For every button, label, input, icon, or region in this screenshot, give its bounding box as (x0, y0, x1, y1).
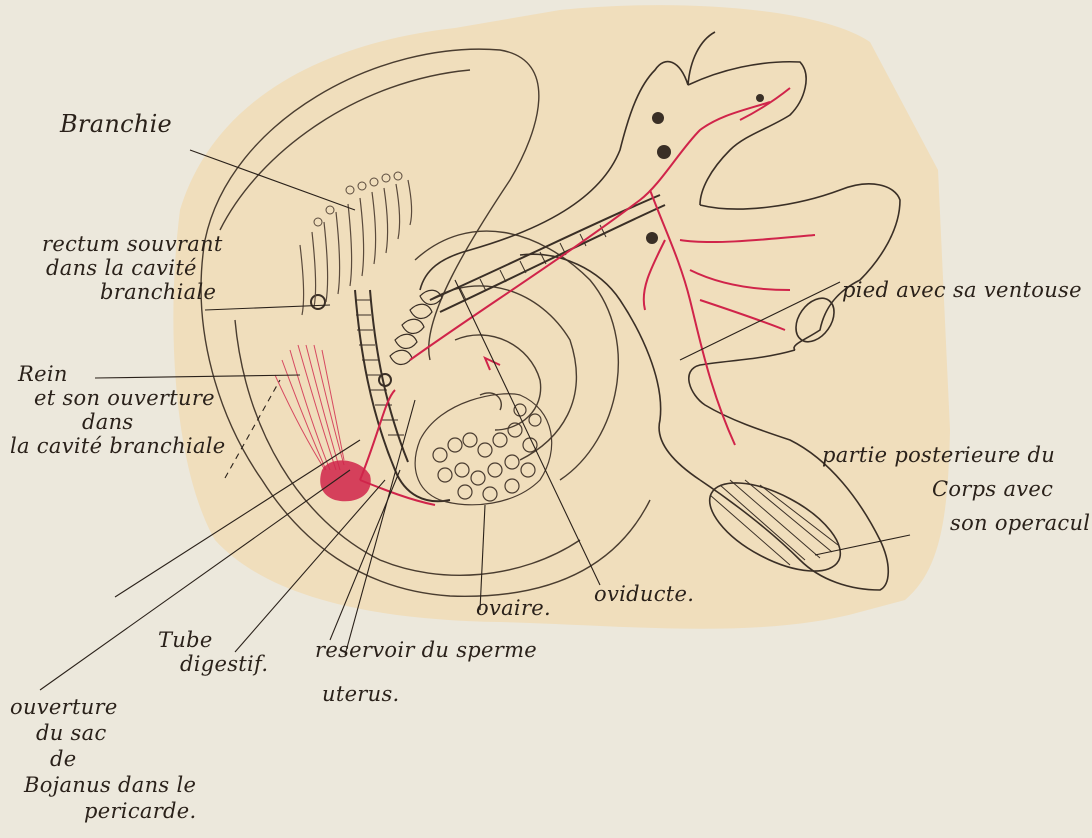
label-rein-line-3: dans (82, 410, 226, 434)
label-ouverture-line-1: ouverture (10, 694, 197, 720)
label-tube-line-2: digestif. (180, 652, 268, 676)
label-pied: pied avec sa ventouse (842, 278, 1082, 302)
label-rectum: rectum souvrant dans la cavité branchial… (42, 232, 223, 304)
label-rectum-line-3: branchiale (100, 280, 223, 304)
label-branchie: Branchie (60, 112, 172, 136)
label-uterus: uterus. (322, 682, 400, 706)
label-ouverture-line-3: de (50, 746, 197, 772)
label-ouverture: ouverture du sac de Bojanus dans le peri… (10, 694, 197, 824)
label-ouverture-line-2: du sac (36, 720, 197, 746)
label-ouverture-line-5: pericarde. (84, 798, 197, 824)
label-partie-line-3: son operacul (950, 506, 1090, 540)
label-rein-line-4: la cavité branchiale (10, 434, 226, 458)
label-rein-line-1: Rein (18, 362, 226, 386)
label-rectum-line-1: rectum souvrant (42, 232, 223, 256)
label-tube-line-1: Tube (158, 628, 268, 652)
label-partie-line-2: Corps avec (932, 472, 1090, 506)
label-rein: Rein et son ouverture dans la cavité bra… (18, 362, 226, 458)
label-ovaire: ovaire. (476, 596, 551, 620)
label-partie-line-1: partie posterieure du (822, 438, 1090, 472)
label-reservoir: reservoir du sperme (315, 638, 537, 662)
label-ouverture-line-4: Bojanus dans le (24, 772, 197, 798)
label-oviducte: oviducte. (594, 582, 694, 606)
label-tube: Tube digestif. (158, 628, 268, 676)
label-rectum-line-2: dans la cavité (46, 256, 223, 280)
label-partie: partie posterieure du Corps avec son ope… (822, 438, 1090, 540)
label-rein-line-2: et son ouverture (34, 386, 226, 410)
